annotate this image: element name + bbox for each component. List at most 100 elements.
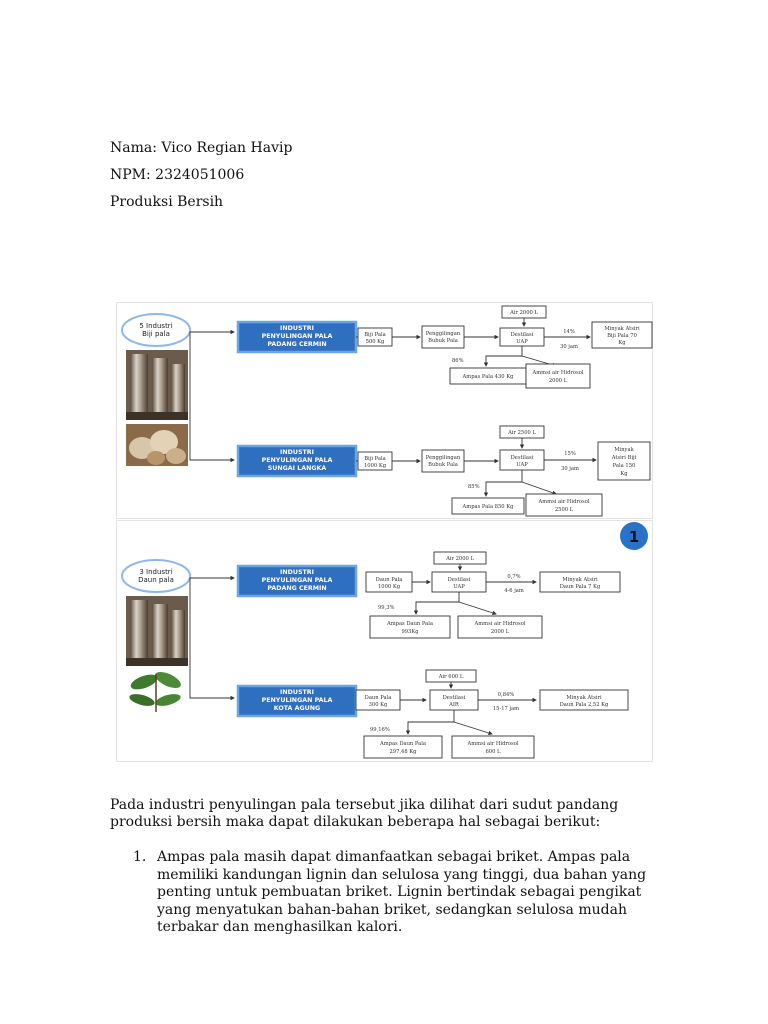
svg-text:Daun Pala: Daun Pala (376, 577, 403, 583)
industry-title-box (236, 684, 358, 718)
list-item: 1. Ampas pala masih dapat dimanfaatkan s… (133, 849, 653, 937)
section-number: 1 (629, 528, 639, 546)
svg-text:PENYULINGAN PALA: PENYULINGAN PALA (262, 333, 333, 340)
svg-text:Destilasi: Destilasi (448, 577, 471, 583)
svg-text:Atsiri Biji: Atsiri Biji (611, 455, 637, 461)
student-name: Nama: Vico Regian Havip (110, 140, 293, 156)
svg-text:500 Kg: 500 Kg (366, 339, 385, 345)
svg-text:Pala 150: Pala 150 (613, 463, 636, 469)
leaf-industry-label: 3 Industri (139, 568, 172, 576)
svg-text:993Kg: 993Kg (401, 629, 419, 635)
svg-text:85%: 85% (468, 484, 480, 490)
hydrosol-box (525, 493, 603, 517)
seed-industry-sublabel: Biji pala (142, 330, 170, 338)
oil-output-box (591, 321, 653, 349)
svg-text:Minyak Atsiri: Minyak Atsiri (566, 695, 602, 701)
oil-output-box (539, 571, 621, 593)
svg-text:UAP: UAP (453, 584, 465, 590)
waste-box (369, 615, 451, 639)
connector-line (189, 374, 235, 463)
grinding-box (421, 449, 465, 473)
svg-text:Ampas Daun Pala: Ampas Daun Pala (379, 741, 426, 747)
svg-text:Ammsi air Hidrosol: Ammsi air Hidrosol (532, 370, 584, 376)
svg-text:4-6 jam: 4-6 jam (504, 588, 524, 594)
svg-text:Bubuk Pala: Bubuk Pala (428, 338, 458, 344)
svg-text:0,7%: 0,7% (507, 574, 520, 580)
svg-text:15-17 jam: 15-17 jam (493, 706, 519, 712)
svg-text:Daun Pala: Daun Pala (365, 695, 392, 701)
svg-text:Biji Pala 70: Biji Pala 70 (607, 333, 637, 339)
svg-text:KOTA AGUNG: KOTA AGUNG (274, 705, 320, 712)
svg-text:Biji Pala: Biji Pala (364, 332, 386, 338)
svg-text:297,48 Kg: 297,48 Kg (390, 749, 418, 755)
seed-industry-label: 5 Industri (139, 322, 172, 330)
svg-text:Ammsi air Hidrosol: Ammsi air Hidrosol (474, 621, 526, 627)
leaf-industry-ellipse (121, 559, 191, 593)
svg-text:Kg: Kg (620, 471, 628, 477)
leaf-row-kota-agung: INDUSTRI PENYULINGAN PALA KOTA AGUNG Dau… (236, 669, 629, 759)
svg-text:Destilasi: Destilasi (511, 455, 534, 461)
waste-box (451, 497, 525, 515)
oil-output-box (539, 689, 629, 711)
svg-text:INDUSTRI: INDUSTRI (280, 325, 314, 332)
svg-text:99,3%: 99,3% (378, 605, 395, 611)
svg-text:Air 2000 L: Air 2000 L (509, 310, 538, 316)
svg-text:UAP: UAP (516, 339, 528, 345)
course-subject: Produksi Bersih (110, 194, 224, 210)
svg-text:86%: 86% (452, 358, 464, 364)
svg-text:2000 L: 2000 L (491, 629, 510, 635)
section-number-badge (620, 522, 648, 550)
svg-text:14%: 14% (563, 329, 575, 335)
svg-text:1000 Kg: 1000 Kg (378, 584, 401, 590)
svg-text:PADANG CERMIN: PADANG CERMIN (267, 585, 326, 592)
svg-text:2500 L: 2500 L (555, 507, 574, 513)
svg-text:Penggilingan: Penggilingan (426, 455, 461, 461)
svg-text:300 Kg: 300 Kg (369, 702, 388, 708)
list-item-number: 1. (133, 849, 147, 865)
svg-text:INDUSTRI: INDUSTRI (280, 449, 314, 456)
industry-title-box (236, 444, 358, 478)
svg-text:SUNGAI LANGKA: SUNGAI LANGKA (268, 465, 327, 472)
svg-text:PADANG CERMIN: PADANG CERMIN (267, 341, 326, 348)
svg-text:600 L: 600 L (486, 749, 502, 755)
distillation-plant-photo (126, 350, 188, 420)
seed-section: 5 Industri Biji pala INDUSTRI PENYULINGA… (121, 305, 653, 517)
svg-text:15%: 15% (564, 451, 576, 457)
svg-text:2000 L: 2000 L (549, 378, 568, 384)
grinding-box (421, 325, 465, 349)
svg-text:Penggilingan: Penggilingan (426, 331, 461, 337)
svg-text:Destilasi: Destilasi (443, 695, 466, 701)
svg-text:INDUSTRI: INDUSTRI (280, 569, 314, 576)
svg-text:UAP: UAP (516, 462, 528, 468)
oil-output-box (597, 441, 651, 481)
intro-paragraph-block: Pada industri penyulingan pala tersebut … (110, 797, 655, 831)
process-flow-figure: 5 Industri Biji pala INDUSTRI PENYULINGA… (116, 302, 653, 762)
hydrosol-box (451, 735, 535, 759)
leaf-section: 1 3 Industri Daun pala INDUSTRI PENYULIN… (121, 522, 648, 759)
seed-row-padang-cermin: INDUSTRI PENYULINGAN PALA PADANG CERMIN … (236, 305, 653, 389)
svg-text:AIR: AIR (448, 702, 460, 708)
svg-text:Air 2500 L: Air 2500 L (507, 430, 536, 436)
svg-text:PENYULINGAN PALA: PENYULINGAN PALA (262, 577, 333, 584)
list-item-text: Ampas pala masih dapat dimanfaatkan seba… (157, 849, 647, 935)
svg-text:Ampas Pala 850 Kg: Ampas Pala 850 Kg (462, 504, 515, 510)
svg-text:0,84%: 0,84% (498, 692, 515, 698)
svg-text:Biji Pala: Biji Pala (364, 456, 386, 462)
svg-text:Ammsi air Hidrosol: Ammsi air Hidrosol (538, 499, 590, 505)
nutmeg-leaves-photo (126, 668, 188, 714)
svg-text:99,16%: 99,16% (370, 727, 390, 733)
svg-text:INDUSTRI: INDUSTRI (280, 689, 314, 696)
hydrosol-box (525, 363, 591, 389)
seed-row-sungai-langka: INDUSTRI PENYULINGAN PALA SUNGAI LANGKA … (236, 425, 651, 517)
seed-industry-ellipse (121, 313, 191, 347)
distillation-plant-photo (126, 596, 188, 666)
svg-text:PENYULINGAN PALA: PENYULINGAN PALA (262, 457, 333, 464)
svg-text:Daun Pala 7 Kg: Daun Pala 7 Kg (560, 584, 601, 590)
svg-text:Minyak Atsiri: Minyak Atsiri (604, 326, 640, 332)
svg-text:Kg: Kg (618, 340, 626, 346)
connector-line (189, 329, 235, 374)
recommendation-list: 1. Ampas pala masih dapat dimanfaatkan s… (133, 849, 653, 937)
svg-text:Ammsi air Hidrosol: Ammsi air Hidrosol (467, 741, 519, 747)
waste-box (363, 735, 443, 759)
industry-title-box (236, 320, 358, 354)
